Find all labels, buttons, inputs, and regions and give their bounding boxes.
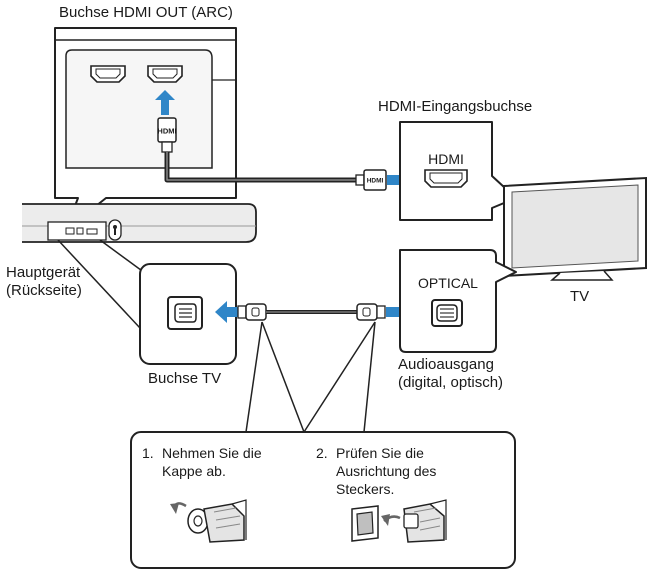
hdmi-port-text: HDMI	[428, 151, 464, 167]
plug-hdmi-label: HDMI	[157, 127, 176, 136]
main-unit-label-1: Hauptgerät	[6, 264, 81, 281]
step2-illustration	[351, 499, 447, 543]
hdmi-plug-horizontal: HDMI	[355, 169, 387, 191]
tv-hdmi-port	[424, 169, 468, 188]
tv-label: TV	[570, 288, 590, 305]
step2-number: 2.	[316, 445, 328, 461]
hdmi-port-arc	[147, 65, 183, 83]
tv-set	[503, 176, 647, 281]
buchse-tv-panel	[139, 263, 237, 365]
step2-line1: Prüfen Sie die	[336, 445, 424, 461]
optical-port-text: OPTICAL	[418, 275, 478, 291]
step2-line3: Steckers.	[336, 481, 395, 497]
tv-optical-callout	[399, 249, 517, 353]
arrow-up-blue	[155, 90, 175, 115]
step1-line1: Nehmen Sie die	[162, 445, 262, 461]
main-unit-label-2: (Rückseite)	[6, 282, 82, 299]
tv-hdmi-callout	[399, 121, 517, 221]
step1-line2: Kappe ab.	[162, 463, 226, 479]
buchse-tv-label: Buchse TV	[148, 370, 222, 387]
arrow-left-blue	[215, 301, 238, 323]
optical-port-main	[167, 296, 203, 330]
hdmi-input-label: HDMI-Eingangsbuchse	[378, 98, 533, 115]
step1-illustration	[170, 499, 247, 543]
step1-number: 1.	[142, 445, 154, 461]
audio-out-label-1: Audioausgang	[398, 356, 494, 373]
main-unit	[22, 203, 257, 243]
hdmi-port-left	[90, 65, 126, 83]
step2-line2: Ausrichtung des	[336, 463, 437, 479]
optical-cable	[215, 301, 413, 323]
audio-out-label-2: (digital, optisch)	[398, 374, 504, 391]
zoom-lines-steps	[245, 321, 376, 433]
plug-hdmi-label-2: HDMI	[367, 178, 384, 185]
optical-port-tv	[431, 299, 463, 327]
steps-box	[130, 431, 516, 569]
hdmi-out-callout: HDMI	[54, 27, 237, 231]
hdmi-out-arc-label: Buchse HDMI OUT (ARC)	[59, 4, 233, 21]
hdmi-plug-vertical: HDMI	[157, 117, 177, 153]
